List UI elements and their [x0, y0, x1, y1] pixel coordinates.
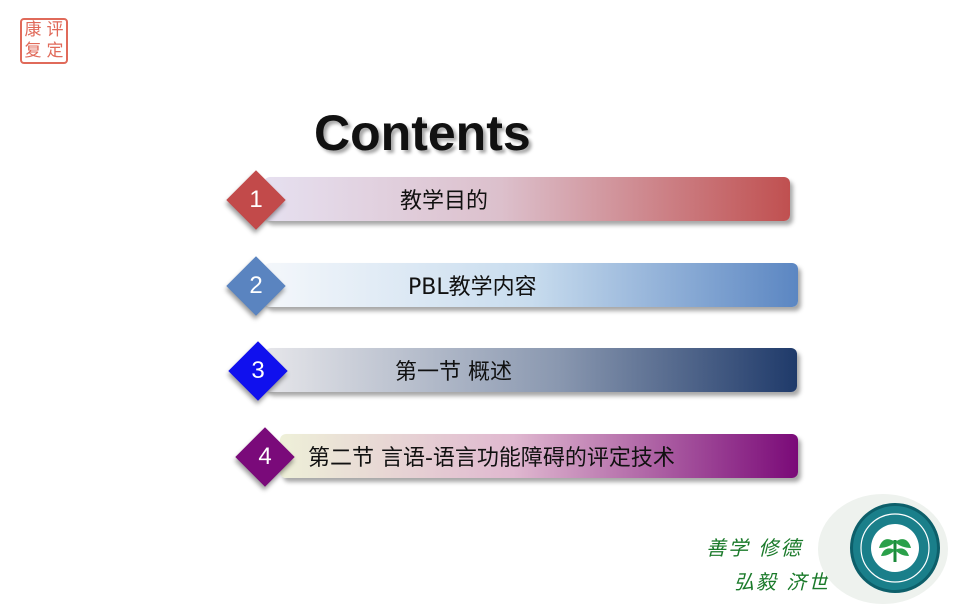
school-motto-line-2: 弘毅 济世	[734, 570, 831, 594]
contents-item-number: 4	[258, 443, 272, 470]
college-emblem-icon: 1959	[850, 503, 940, 593]
contents-item-4[interactable]: 第二节 言语-语言功能障碍的评定技术 4	[235, 427, 808, 487]
contents-item-2[interactable]: PBL教学内容 2	[226, 256, 808, 316]
contents-item-bar: PBL教学内容	[264, 263, 798, 307]
contents-item-bar: 第一节 概述	[265, 348, 797, 392]
emblem-year: 1959	[886, 564, 904, 572]
contents-item-number: 1	[249, 186, 263, 213]
logo-char: 康	[24, 20, 42, 40]
contents-item-bar: 第二节 言语-语言功能障碍的评定技术	[280, 434, 798, 478]
logo-char: 复	[24, 41, 42, 61]
contents-item-label: 第二节 言语-语言功能障碍的评定技术	[308, 446, 675, 471]
contents-item-number: 2	[249, 272, 263, 299]
school-motto-line-1: 善学 修德	[706, 536, 803, 560]
rehab-assessment-logo: 康 评 复 定	[20, 18, 68, 64]
contents-item-number: 3	[251, 357, 265, 384]
contents-item-label: 第一节 概述	[395, 360, 512, 385]
contents-item-bar: 教学目的	[264, 177, 790, 221]
logo-char: 评	[46, 20, 64, 40]
contents-item-1[interactable]: 教学目的 1	[226, 170, 800, 230]
logo-char: 定	[46, 41, 64, 61]
contents-item-3[interactable]: 第一节 概述 3	[228, 341, 807, 401]
contents-item-label: PBL教学内容	[408, 275, 537, 300]
page-title: Contents	[314, 105, 531, 161]
contents-item-label: 教学目的	[400, 189, 489, 214]
